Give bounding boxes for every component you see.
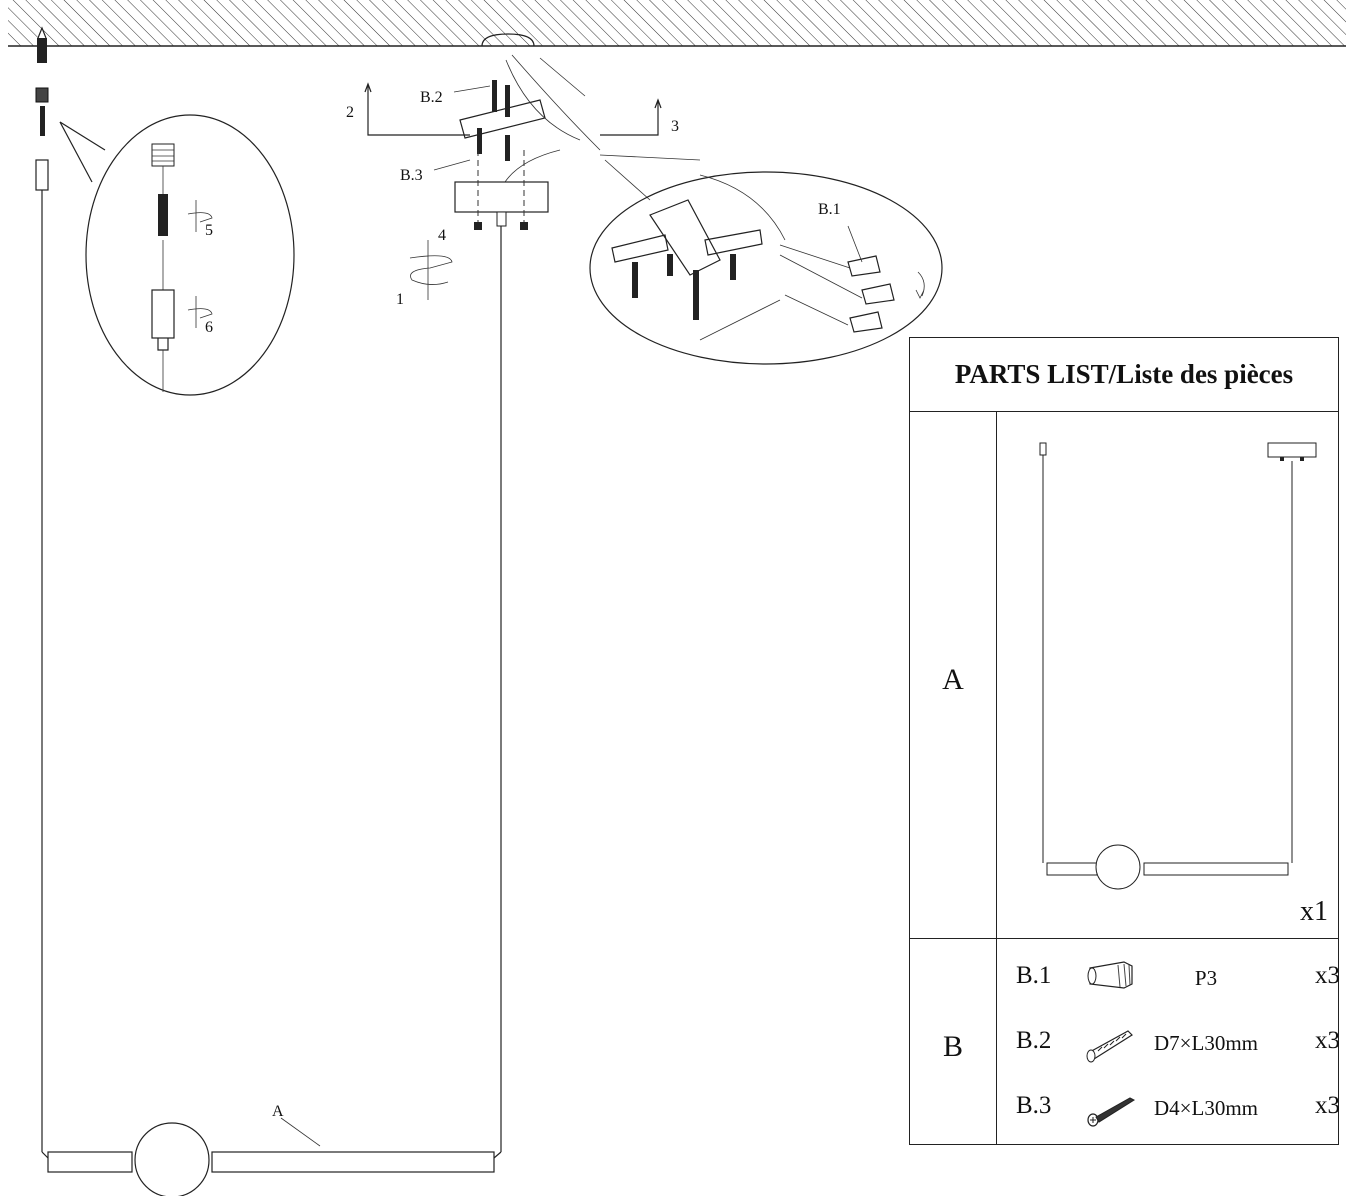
part-a-callout: A [272, 1103, 284, 1120]
step-6-label: 6 [205, 319, 213, 336]
b2-callout: B.2 [420, 89, 443, 106]
parts-row-b: B B.1 P3 x3 B.2 D7×L30mm x3 B. [910, 938, 1340, 1144]
parts-list-table: PARTS LIST/Liste des pièces A x1 B B.1 [909, 337, 1340, 1145]
part-b2-size: D7×L30mm [1153, 1031, 1258, 1055]
ceiling-canopy [454, 33, 601, 1152]
step-3-label: 3 [671, 118, 679, 135]
pendant-light-fixture [41, 1117, 502, 1196]
b1-callout: B.1 [818, 201, 841, 218]
left-suspension-hardware [35, 26, 49, 1152]
step-5-label: 5 [205, 222, 213, 239]
wall-anchor-icon [1086, 1030, 1133, 1063]
part-b1-size: P3 [1194, 966, 1218, 990]
ceiling-hatch [8, 0, 1346, 47]
part-a-illustration [1039, 442, 1317, 890]
screw-icon [1087, 1097, 1136, 1127]
part-b-letter: B [942, 1030, 963, 1063]
part-a-quantity: x1 [1300, 896, 1328, 927]
left-detail-bubble [59, 114, 295, 396]
step-2-label: 2 [346, 104, 354, 121]
step-arrows [364, 82, 662, 300]
part-b2-quantity: x3 [1315, 1027, 1340, 1054]
wire-connector-icon [1087, 961, 1133, 989]
parts-list-title: PARTS LIST/Liste des pièces [910, 338, 1338, 412]
part-b2-item: B.2 D7×L30mm x3 [996, 1013, 1340, 1073]
table-column-divider [996, 411, 997, 1144]
step-1-label: 1 [396, 291, 404, 308]
b3-callout: B.3 [400, 167, 423, 184]
part-b3-item: B.3 D4×L30mm x3 [996, 1078, 1340, 1138]
part-b1-item: B.1 P3 x3 [996, 948, 1340, 1008]
part-a-letter: A [942, 663, 964, 696]
right-detail-bubble [589, 154, 943, 365]
part-b3-id: B.3 [1016, 1092, 1052, 1119]
step-4-label: 4 [438, 227, 446, 244]
part-b1-quantity: x3 [1315, 962, 1340, 989]
part-b2-id: B.2 [1016, 1027, 1052, 1054]
wire-connector-group [847, 255, 895, 333]
part-b3-quantity: x3 [1315, 1092, 1340, 1119]
part-b1-id: B.1 [1016, 962, 1052, 989]
parts-row-a: A x1 [910, 411, 1338, 939]
part-b3-size: D4×L30mm [1153, 1096, 1258, 1120]
